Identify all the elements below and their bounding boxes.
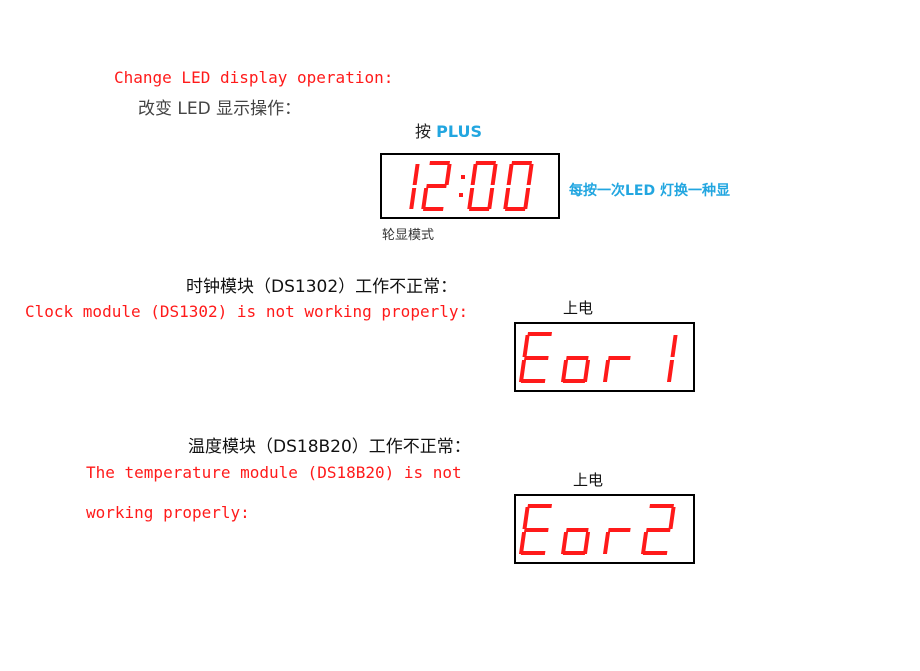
- led-segment: [520, 379, 546, 383]
- mode-label: 轮显模式: [382, 228, 435, 243]
- led-segment: [560, 532, 569, 554]
- led-display-eor1: [518, 332, 678, 383]
- clock-led-display: [380, 153, 560, 219]
- led-segment: [560, 360, 569, 382]
- led-segment: [526, 164, 534, 185]
- led-segment: [459, 193, 463, 197]
- led-segment: [527, 504, 552, 508]
- clock-error-en-title: Clock module (DS1302) is not working pro…: [25, 302, 469, 321]
- clock-error-display: [514, 322, 695, 392]
- led-segment: [608, 356, 631, 360]
- led-segment: [467, 188, 475, 209]
- led-segment: [670, 335, 678, 357]
- press-plus-instruction: 按 PLUS: [415, 118, 482, 142]
- led-segment: [511, 161, 532, 165]
- led-segment: [640, 532, 649, 554]
- led-segment: [506, 164, 514, 185]
- led-segment: [646, 528, 671, 532]
- seg: [409, 188, 417, 209]
- led-segment: [426, 184, 447, 188]
- led-segment: [562, 551, 586, 555]
- led-display-1200: [409, 161, 534, 211]
- clock-power-label: 上电: [563, 299, 594, 317]
- led-segment: [422, 207, 444, 211]
- led-segment: [642, 551, 668, 555]
- led-segment: [527, 332, 552, 336]
- led-segment: [562, 379, 586, 383]
- led-segment: [504, 207, 526, 211]
- led-operation-cn-title: 改变 LED 显示操作：: [138, 99, 302, 119]
- led-segment: [566, 356, 589, 360]
- led-segment: [468, 207, 490, 211]
- led-segment: [470, 164, 478, 185]
- led-segment: [475, 161, 496, 165]
- led-segment: [487, 188, 495, 209]
- led-segment: [421, 188, 429, 209]
- led-display-eor2: [518, 504, 676, 555]
- led-segment: [524, 356, 549, 360]
- led-segment: [608, 528, 631, 532]
- led-side-note: 每按一次LED 灯换一种显: [569, 183, 730, 199]
- temp-error-display: [514, 494, 695, 564]
- led-segment: [520, 551, 546, 555]
- led-segment: [602, 360, 611, 382]
- led-segment: [566, 528, 589, 532]
- seg: [412, 164, 420, 185]
- temp-error-en-line1: The temperature module (DS18B20) is not: [86, 463, 462, 482]
- led-segment: [490, 164, 498, 185]
- led-segment: [503, 188, 511, 209]
- led-segment: [518, 360, 527, 382]
- led-segment: [582, 360, 591, 382]
- temp-error-cn-title: 温度模块（DS18B20）工作不正常：: [188, 437, 471, 457]
- clock-error-cn-title: 时钟模块（DS1302）工作不正常：: [186, 277, 458, 297]
- led-segment: [522, 507, 530, 529]
- led-segment: [444, 164, 452, 185]
- led-segment: [602, 532, 611, 554]
- led-segment: [666, 360, 675, 382]
- led-segment: [523, 188, 531, 209]
- temp-error-en-line2: working properly:: [86, 503, 250, 522]
- led-segment: [668, 507, 676, 529]
- press-prefix: 按: [415, 122, 432, 141]
- led-segment: [522, 335, 530, 357]
- led-segment: [582, 532, 591, 554]
- temp-power-label: 上电: [573, 471, 604, 489]
- plus-key-label: PLUS: [436, 122, 482, 141]
- led-segment: [524, 528, 549, 532]
- led-segment: [649, 504, 674, 508]
- led-operation-en-title: Change LED display operation:: [114, 68, 394, 87]
- led-segment: [518, 532, 527, 554]
- led-segment: [461, 175, 465, 179]
- led-segment: [429, 161, 450, 165]
